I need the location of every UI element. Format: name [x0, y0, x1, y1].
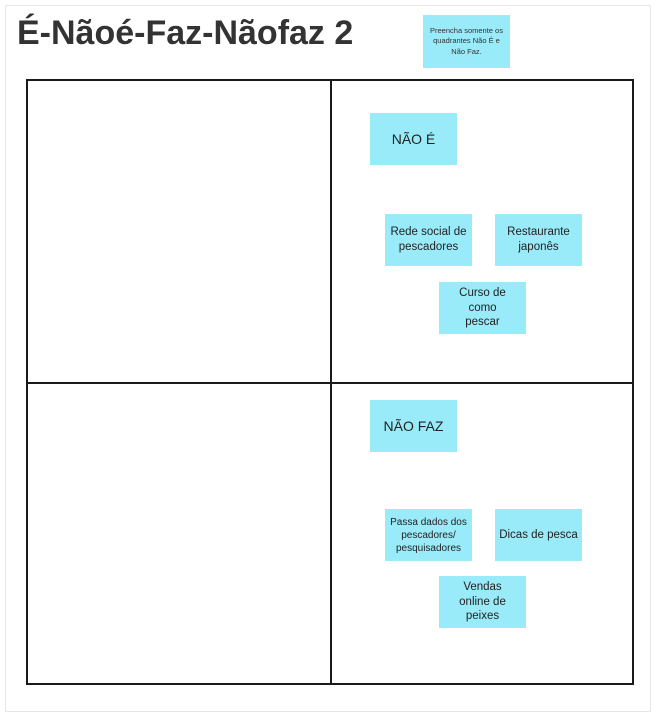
nao-faz-header-note[interactable]: NÃO FAZ — [370, 400, 457, 452]
horizontal-divider — [28, 382, 632, 384]
board-frame — [5, 5, 651, 712]
sticky-note-rede-social[interactable]: Rede social de pescadores — [385, 214, 472, 266]
sticky-note-dicas-pesca[interactable]: Dicas de pesca — [495, 509, 582, 561]
sticky-note-passa-dados[interactable]: Passa dados dos pescadores/ pesquisadore… — [385, 509, 472, 561]
quadrant-grid — [26, 79, 634, 685]
quadrant-faz[interactable] — [28, 384, 330, 683]
sticky-note-vendas-online[interactable]: Vendas online de peixes — [439, 576, 526, 628]
sticky-note-curso-pescar[interactable]: Curso de como pescar — [439, 282, 526, 334]
nao-e-header-note[interactable]: NÃO É — [370, 113, 457, 165]
board-title[interactable]: É-Nãoé-Faz-Nãofaz 2 — [17, 14, 354, 52]
sticky-note-restaurante[interactable]: Restaurante japonês — [495, 214, 582, 266]
instruction-sticky-note[interactable]: Preencha somente os quadrantes Não É e N… — [423, 15, 510, 68]
quadrant-e[interactable] — [28, 81, 330, 382]
